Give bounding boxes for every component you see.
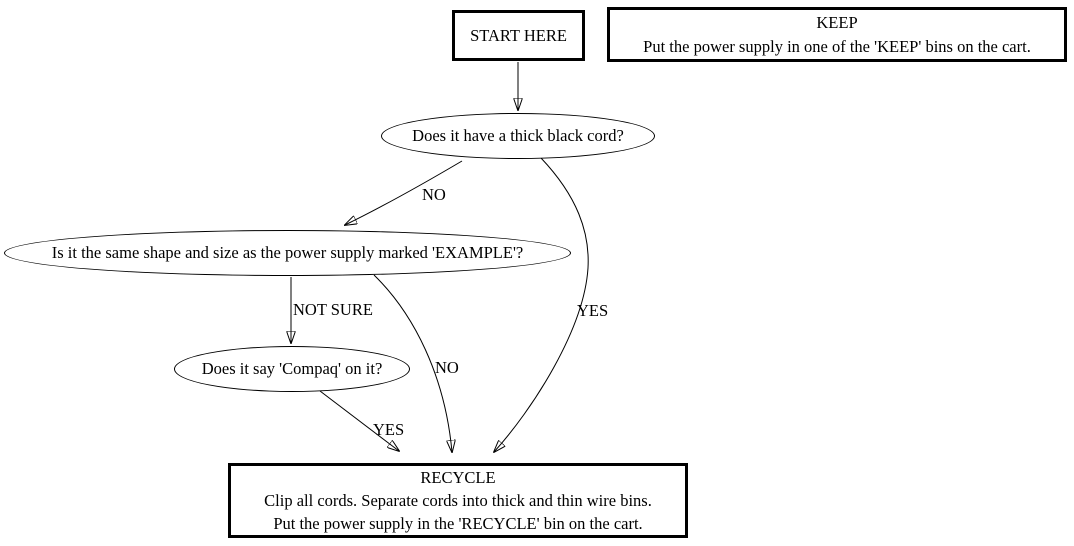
edge-thick-cord-no-to-same-shape <box>345 160 463 225</box>
node-question-compaq: Does it say 'Compaq' on it? <box>174 346 410 392</box>
edge-label-no-same-shape: NO <box>435 358 459 377</box>
edge-label-no-thick-cord: NO <box>422 185 446 204</box>
question-thick-black-cord-label: Does it have a thick black cord? <box>412 126 624 145</box>
node-question-same-shape-example: Is it the same shape and size as the pow… <box>4 230 571 276</box>
recycle-title: RECYCLE <box>420 468 496 487</box>
edge-label-yes-thick-cord: YES <box>577 301 609 320</box>
recycle-instruction-1: Clip all cords. Separate cords into thic… <box>264 491 652 510</box>
recycle-instruction-2: Put the power supply in the 'RECYCLE' bi… <box>273 514 643 533</box>
node-start-here: START HERE <box>452 10 585 61</box>
node-recycle: RECYCLE Clip all cords. Separate cords i… <box>228 463 688 538</box>
question-compaq-label: Does it say 'Compaq' on it? <box>201 359 383 378</box>
edge-label-not-sure: NOT SURE <box>293 300 373 319</box>
start-here-label: START HERE <box>470 25 567 45</box>
node-question-thick-black-cord: Does it have a thick black cord? <box>381 113 655 159</box>
edge-thick-cord-yes-to-recycle <box>494 157 589 452</box>
edge-compaq-yes-to-recycle <box>319 390 399 451</box>
keep-instruction: Put the power supply in one of the 'KEEP… <box>643 36 1031 56</box>
node-keep: KEEP Put the power supply in one of the … <box>607 7 1067 62</box>
question-same-shape-example-label: Is it the same shape and size as the pow… <box>51 243 524 262</box>
edge-same-shape-no-to-recycle <box>373 274 452 452</box>
edge-label-yes-compaq: YES <box>373 420 405 439</box>
keep-title: KEEP <box>816 12 858 32</box>
